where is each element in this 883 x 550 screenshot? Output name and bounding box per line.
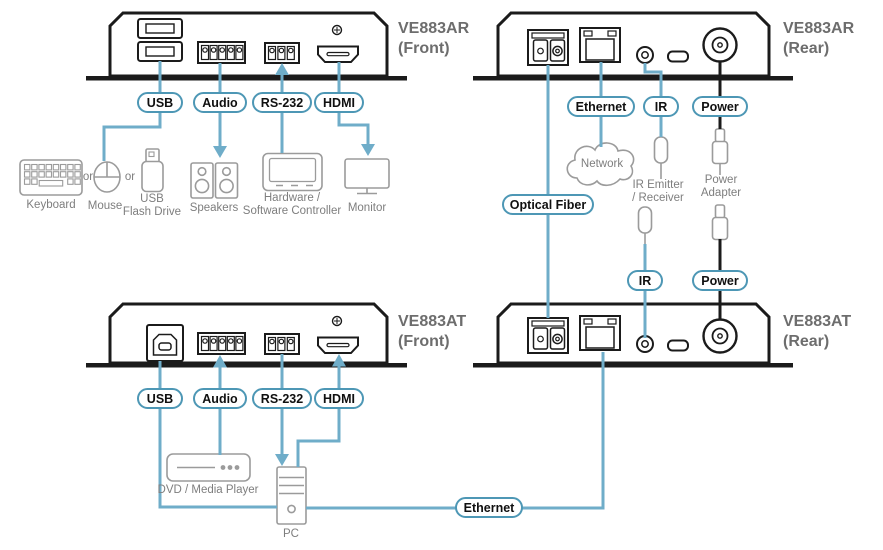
ethernet-line — [306, 352, 605, 510]
device-title-ar-front: VE883AR (Front) — [398, 19, 469, 59]
ir-emitter-icon — [653, 136, 669, 179]
controller-icon — [262, 152, 323, 192]
ir-pill: IR — [643, 96, 679, 117]
device-model: VE883AR — [783, 20, 855, 37]
power-adapter-label-line1: Power — [704, 174, 738, 186]
ir-pill: IR — [627, 270, 663, 291]
monitor-label: Monitor — [347, 202, 387, 214]
keyboard-icon — [19, 159, 83, 196]
device-model: VE883AR — [398, 20, 470, 37]
controller-label-line1: Hardware / — [263, 192, 321, 204]
arrow-down-icon — [361, 144, 375, 156]
rs232-terminal-block — [264, 333, 300, 355]
device-ar-front-baseline — [86, 76, 407, 81]
dvd-player-label: DVD / Media Player — [157, 484, 259, 496]
usb-line — [158, 361, 277, 509]
ethernet-pill: Ethernet — [567, 96, 635, 117]
rs232-pill: RS-232 — [252, 92, 312, 113]
usb-a-port — [137, 41, 183, 62]
speakers-label: Speakers — [189, 202, 239, 214]
arrow-down-icon — [213, 146, 227, 158]
arrow-down-icon — [275, 454, 289, 466]
device-ar-rear-baseline — [473, 76, 793, 81]
usb-flash-drive-label-line1: USB — [140, 193, 164, 205]
optical-fiber-port — [527, 29, 569, 66]
usb-a-port — [137, 18, 183, 39]
usb-flash-drive-label-line2: Flash Drive — [122, 205, 182, 218]
ethernet-rj45-port — [579, 27, 621, 63]
pc-tower-icon — [276, 466, 307, 525]
usb-flash-drive-label: USB Flash Drive — [123, 193, 181, 218]
usb-pill: USB — [137, 388, 183, 409]
device-title-at-rear: VE883AT (Rear) — [783, 312, 851, 352]
ethernet-rj45-port — [579, 315, 621, 351]
ir-jack — [636, 46, 654, 64]
audio-terminal-block — [197, 332, 246, 355]
network-cloud-icon — [566, 142, 635, 187]
ethernet-pill: Ethernet — [455, 497, 523, 518]
hdmi-line — [296, 366, 341, 467]
optical-fiber-port — [527, 317, 569, 354]
arrow-up-icon — [332, 354, 346, 367]
dvd-player-icon — [166, 453, 251, 482]
network-label: Network — [580, 158, 624, 170]
device-view: (Rear) — [783, 40, 830, 57]
device-view: (Front) — [398, 333, 450, 350]
power-jack — [702, 27, 738, 63]
pc-label: PC — [283, 528, 299, 540]
audio-pill: Audio — [193, 92, 247, 113]
device-model: VE883AT — [398, 313, 467, 330]
ir-jack — [636, 335, 654, 353]
optical-fiber-pill: Optical Fiber — [502, 194, 594, 215]
device-title-at-front: VE883AT (Front) — [398, 312, 466, 352]
ir-emitter-label-line2: / Receiver — [632, 191, 684, 204]
power-pill: Power — [692, 270, 748, 291]
device-view: (Rear) — [783, 333, 830, 350]
audio-terminal-block — [197, 41, 246, 64]
ir-emitter-label: IR Emitter / Receiver — [632, 179, 684, 204]
or-label: or — [124, 171, 136, 183]
hdmi-pill: HDMI — [314, 388, 364, 409]
power-adapter-plug-icon — [711, 204, 729, 241]
power-jack — [702, 318, 738, 354]
mouse-label: Mouse — [87, 200, 123, 212]
device-model: VE883AT — [783, 313, 852, 330]
audio-pill: Audio — [193, 388, 247, 409]
hdmi-pill: HDMI — [314, 92, 364, 113]
or-label: or — [82, 171, 94, 183]
micro-usb-port — [667, 339, 689, 352]
device-at-front-baseline — [86, 363, 407, 368]
mouse-icon — [93, 161, 121, 193]
power-adapter-label-line2: Adapter — [700, 186, 742, 199]
monitor-icon — [344, 158, 390, 195]
usb-b-port — [146, 324, 184, 362]
device-title-ar-rear: VE883AR (Rear) — [783, 19, 854, 59]
rs232-pill: RS-232 — [252, 388, 312, 409]
hdmi-port — [317, 24, 359, 63]
device-view: (Front) — [398, 40, 450, 57]
controller-label-line2: Software Controller — [242, 204, 342, 217]
arrow-up-icon — [275, 63, 289, 75]
controller-label: Hardware / Software Controller — [243, 192, 341, 217]
power-adapter-plug-icon — [711, 128, 729, 175]
arrow-up-icon — [213, 355, 227, 368]
ir-emitter-icon — [637, 206, 653, 244]
device-at-rear-baseline — [473, 363, 793, 368]
micro-usb-port — [667, 50, 689, 63]
usb-flash-drive-icon — [141, 148, 164, 193]
power-pill: Power — [692, 96, 748, 117]
usb-pill: USB — [137, 92, 183, 113]
speakers-icon — [190, 162, 239, 199]
keyboard-label: Keyboard — [26, 199, 76, 211]
hdmi-port — [317, 315, 359, 354]
rs232-terminal-block — [264, 42, 300, 64]
power-adapter-label: Power Adapter — [701, 174, 741, 199]
ir-emitter-label-line1: IR Emitter — [632, 179, 684, 191]
